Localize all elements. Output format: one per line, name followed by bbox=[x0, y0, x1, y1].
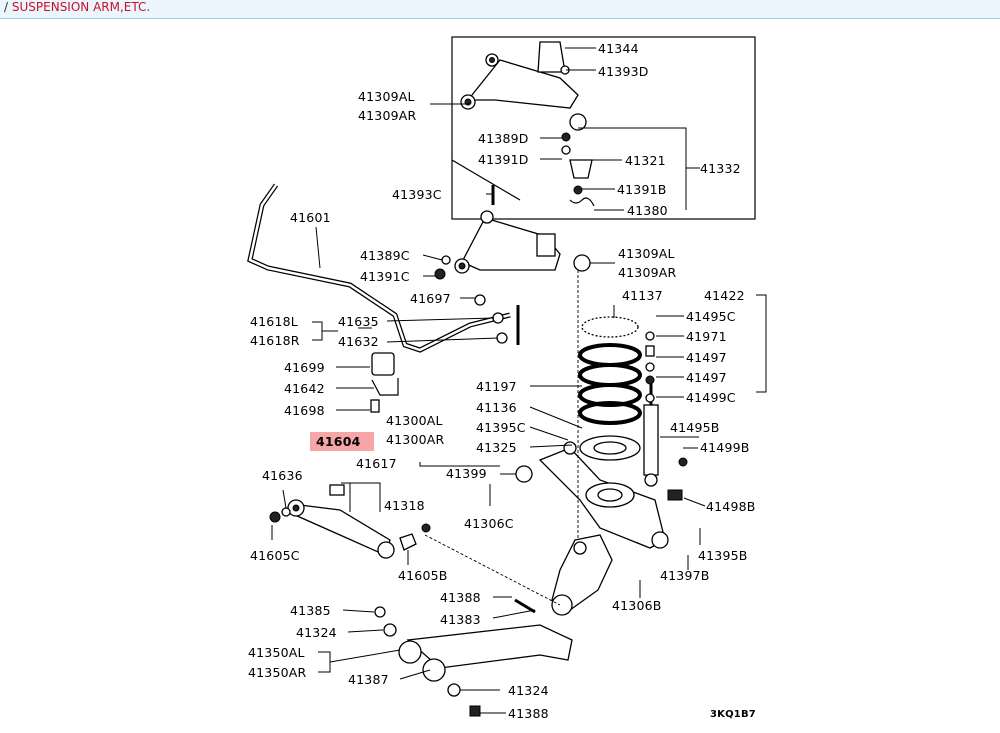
part-41380[interactable]: 41380 bbox=[627, 203, 668, 218]
part-41399[interactable]: 41399 bbox=[446, 466, 487, 481]
part-41324-a[interactable]: 41324 bbox=[296, 625, 337, 640]
part-41971[interactable]: 41971 bbox=[686, 329, 727, 344]
upper-arm bbox=[434, 185, 591, 280]
diagram-code: 3KQ1B7 bbox=[710, 709, 756, 720]
part-41617[interactable]: 41617 bbox=[356, 456, 397, 471]
upper-arm-inset bbox=[460, 41, 595, 207]
part-41635[interactable]: 41635 bbox=[338, 314, 379, 329]
knuckle bbox=[551, 270, 613, 616]
part-41309AR-top[interactable]: 41309AR bbox=[358, 108, 417, 123]
detail-inset-box bbox=[451, 36, 756, 220]
part-41642[interactable]: 41642 bbox=[284, 381, 325, 396]
breadcrumb-separator: / bbox=[4, 0, 9, 14]
part-41383[interactable]: 41383 bbox=[440, 612, 481, 627]
part-41300AR[interactable]: 41300AR bbox=[386, 432, 445, 447]
part-41385[interactable]: 41385 bbox=[290, 603, 331, 618]
part-41601[interactable]: 41601 bbox=[290, 210, 331, 225]
part-41495C[interactable]: 41495C bbox=[686, 309, 736, 324]
part-41391C[interactable]: 41391C bbox=[360, 269, 410, 284]
part-41389D[interactable]: 41389D bbox=[478, 131, 529, 146]
parts-diagram: 41344 41393D 41309AL 41309AR 41389D 4139… bbox=[247, 36, 767, 721]
part-41300AL[interactable]: 41300AL bbox=[386, 413, 443, 428]
part-41636[interactable]: 41636 bbox=[262, 468, 303, 483]
part-41497-a[interactable]: 41497 bbox=[686, 350, 727, 365]
part-41332[interactable]: 41332 bbox=[700, 161, 741, 176]
part-41309AR[interactable]: 41309AR bbox=[618, 265, 677, 280]
part-41350AL[interactable]: 41350AL bbox=[248, 645, 305, 660]
part-41388-a[interactable]: 41388 bbox=[440, 590, 481, 605]
part-41344[interactable]: 41344 bbox=[598, 41, 639, 56]
part-41388-b[interactable]: 41388 bbox=[508, 706, 549, 721]
part-41391D[interactable]: 41391D bbox=[478, 152, 529, 167]
part-41309AL[interactable]: 41309AL bbox=[618, 246, 675, 261]
part-41498B[interactable]: 41498B bbox=[706, 499, 756, 514]
part-41324-b[interactable]: 41324 bbox=[508, 683, 549, 698]
part-41422[interactable]: 41422 bbox=[704, 288, 745, 303]
part-41350AR[interactable]: 41350AR bbox=[248, 665, 307, 680]
part-41499C[interactable]: 41499C bbox=[686, 390, 736, 405]
part-41306C[interactable]: 41306C bbox=[464, 516, 514, 531]
part-41137[interactable]: 41137 bbox=[622, 288, 663, 303]
part-41321[interactable]: 41321 bbox=[625, 153, 666, 168]
breadcrumb-current: SUSPENSION ARM,ETC. bbox=[11, 0, 151, 14]
part-41698[interactable]: 41698 bbox=[284, 403, 325, 418]
part-labels: 41344 41393D 41309AL 41309AR 41389D 4139… bbox=[248, 41, 756, 721]
part-41697[interactable]: 41697 bbox=[410, 291, 451, 306]
trailing-arm bbox=[374, 534, 573, 717]
shock-absorber bbox=[643, 331, 688, 501]
part-41618L[interactable]: 41618L bbox=[250, 314, 298, 329]
part-41393C[interactable]: 41393C bbox=[392, 187, 442, 202]
lower-arm bbox=[515, 441, 669, 549]
toe-control-arm bbox=[269, 484, 431, 559]
part-41605C[interactable]: 41605C bbox=[250, 548, 300, 563]
part-41391B[interactable]: 41391B bbox=[617, 182, 667, 197]
part-41197[interactable]: 41197 bbox=[476, 379, 517, 394]
breadcrumb: / SUSPENSION ARM,ETC. bbox=[4, 0, 150, 14]
bushing-41699 bbox=[371, 352, 395, 376]
part-41397B[interactable]: 41397B bbox=[660, 568, 710, 583]
part-41605B[interactable]: 41605B bbox=[398, 568, 448, 583]
part-41393D[interactable]: 41393D bbox=[598, 64, 649, 79]
part-41395B[interactable]: 41395B bbox=[698, 548, 748, 563]
part-41309AL-top[interactable]: 41309AL bbox=[358, 89, 415, 104]
leader-lines bbox=[271, 47, 767, 714]
part-41389C[interactable]: 41389C bbox=[360, 248, 410, 263]
selected-part-highlight bbox=[310, 432, 374, 451]
inset-leader bbox=[451, 159, 521, 201]
part-41632[interactable]: 41632 bbox=[338, 334, 379, 349]
breadcrumb-bar: / SUSPENSION ARM,ETC. bbox=[0, 0, 1000, 19]
part-41395C[interactable]: 41395C bbox=[476, 420, 526, 435]
part-41136[interactable]: 41136 bbox=[476, 400, 517, 415]
part-41387[interactable]: 41387 bbox=[348, 672, 389, 687]
part-41497-b[interactable]: 41497 bbox=[686, 370, 727, 385]
part-41699[interactable]: 41699 bbox=[284, 360, 325, 375]
part-41306B[interactable]: 41306B bbox=[612, 598, 662, 613]
part-41495B[interactable]: 41495B bbox=[670, 420, 720, 435]
part-41618R[interactable]: 41618R bbox=[250, 333, 300, 348]
coil-spring bbox=[578, 316, 642, 461]
part-41325[interactable]: 41325 bbox=[476, 440, 517, 455]
part-41318[interactable]: 41318 bbox=[384, 498, 425, 513]
part-41499B[interactable]: 41499B bbox=[700, 440, 750, 455]
part-41604-selected[interactable]: 41604 bbox=[316, 434, 361, 449]
